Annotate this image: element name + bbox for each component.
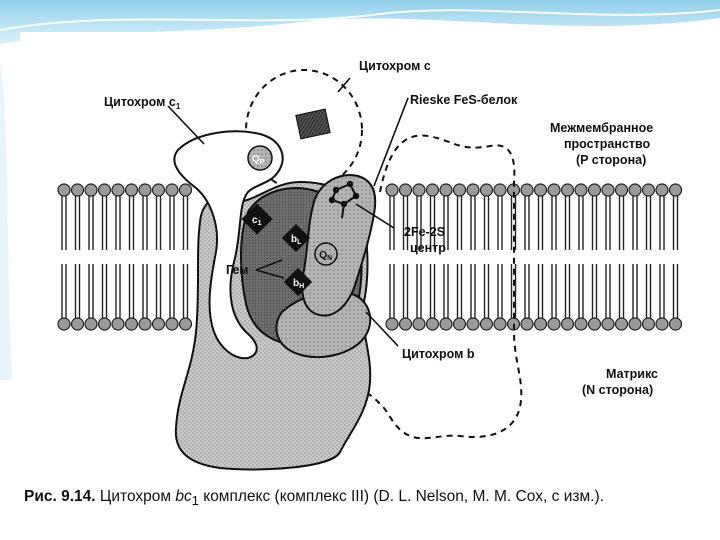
label-qn: QN [319,249,332,262]
lipid-head [398,183,413,197]
lipid-head [560,317,575,331]
lipid-head [479,183,494,197]
lipid-head [574,317,588,331]
fe2s2-cluster [328,180,360,219]
lipid-head [614,183,629,197]
lipid-head [97,317,112,331]
caption-text-1: Цитохром [99,488,172,505]
left-accent [0,60,12,380]
qn-site [314,242,338,266]
lipid-head [601,317,615,331]
lipid-head [151,183,166,197]
top-wave-decoration [0,0,720,44]
lipid-head [84,317,98,331]
lipid-head [614,317,629,331]
lipid-head [493,317,507,331]
lipid-head [533,183,548,197]
lipid-head [165,183,179,197]
lipid-head [547,183,561,197]
rieske-fes-protein [301,174,377,317]
label-cytochrome-b: Цитохром b [402,347,475,361]
lipid-head [425,183,440,197]
cytochrome-c-heme [295,108,331,140]
lipid-head [151,317,166,331]
label-heme: Гем [226,263,249,277]
lipid-head [520,317,534,331]
lipid-head [425,317,440,331]
label-intermembrane-2: пространство [564,137,650,151]
lipid-head [628,317,642,331]
lipid-head [57,183,71,197]
lipid-head [385,183,399,197]
lipid-head [560,183,575,197]
caption-text-2: комплекс (комплекс III) (D. L. Nelson, M… [203,488,604,505]
lipid-head [111,183,125,197]
lipid-head [574,183,588,197]
lipid-head [479,317,494,331]
lipid-head [138,317,152,331]
caption-subscript: 1 [191,493,199,509]
lipid-head [587,317,602,331]
qp-site [247,145,273,171]
cytochrome-bc1-diagram: Цитохром c Цитохром c1 Rieske FeS-белок … [20,32,696,480]
lipid-head [111,317,125,331]
lipid-head [628,183,642,197]
label-intermembrane-1: Межмембранное [550,121,653,135]
lipid-head [178,183,193,197]
lipid-head [601,183,615,197]
lipid-head [668,183,683,197]
figure-caption: Рис. 9.14. Цитохром bc1 комплекс (компле… [24,488,704,508]
lipid-head [165,317,179,331]
label-bl: bL [291,234,302,246]
label-fes-1: 2Fe-2S [404,225,445,239]
lipid-head [452,183,467,197]
heme-c1-diamond [241,203,273,235]
top-wave-line [0,9,720,31]
lipid-head [439,183,453,197]
label-matrix-1: Матрикс [606,367,658,381]
lipid-head [385,317,399,331]
lipid-bilayer [57,183,683,331]
label-matrix-2: (N сторона) [582,383,653,397]
caption-italic: bc [175,488,192,505]
lipid-head [412,183,426,197]
lipid-head [655,183,669,197]
label-cytochrome-c1: Цитохром c1 [104,95,181,111]
label-cytochrome-c: Цитохром c [359,59,431,73]
lipid-head [439,317,453,331]
lipid-head [57,317,71,331]
lipid-head [138,183,152,197]
lipid-head [655,317,669,331]
label-c1-heme: c1 [252,215,262,227]
lipid-head [641,317,656,331]
label-bh: bH [293,278,304,290]
lipid-head [587,183,602,197]
label-fes-2: центр [410,241,446,255]
lipid-head [452,317,467,331]
lipid-head [178,317,193,331]
lipid-head [533,317,548,331]
lipid-head [124,317,139,331]
lipid-head [70,183,85,197]
label-qp: QP [252,154,265,166]
lipid-head [412,317,426,331]
lipid-head [466,183,480,197]
lipid-head [641,183,656,197]
lipid-head [84,183,98,197]
lipid-head [97,183,112,197]
lipid-head [547,317,561,331]
lipid-head [520,183,534,197]
lipid-head [668,317,683,331]
lipid-head [124,183,139,197]
lipid-head [70,317,85,331]
complex-dashed-outline [357,134,523,440]
lipid-head [466,317,480,331]
lipid-head [493,183,507,197]
label-intermembrane-3: (P сторона) [576,153,646,167]
lipid-head [398,317,413,331]
label-rieske: Rieske FeS-белок [410,93,518,107]
leader-lines [167,77,409,347]
cytochrome-c1 [173,130,284,360]
caption-figure-number: Рис. 9.14. [24,488,96,505]
